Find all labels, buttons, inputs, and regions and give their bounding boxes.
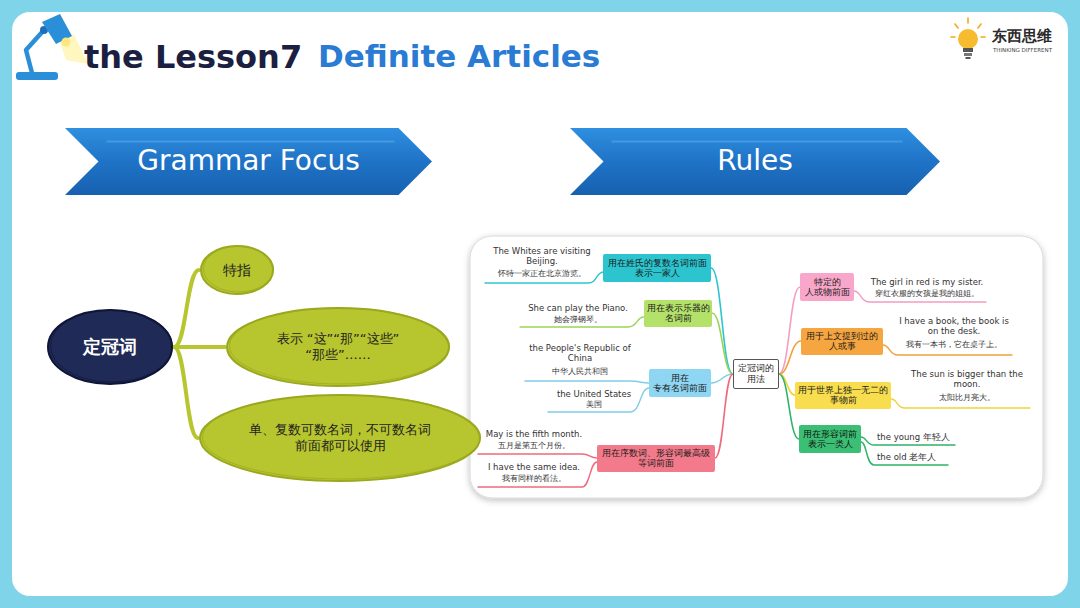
branch-connector	[715, 374, 733, 458]
ellipse-shape	[227, 308, 449, 386]
node-text: 特定的 人或物前面	[803, 277, 851, 297]
lamp-icon	[16, 14, 88, 80]
example-translation: 穿红衣服的女孩是我的姐姐。	[866, 289, 988, 299]
node-text: 用在表示乐器的名词前	[646, 303, 710, 323]
node-text: 用于上文提到过的 人或事	[804, 331, 880, 351]
branch-connector	[174, 345, 225, 349]
example-translation: 我有同样的看法。	[478, 474, 590, 484]
branch-box: 用于世界上独一无二的 事物前	[795, 382, 891, 409]
example-text: the People's Republic of China	[525, 343, 635, 363]
node-text: 表示 “这”“那”“这些”“那些”……	[251, 331, 425, 362]
branch-box: 用在序数词、形容词最高级 等词前面	[597, 445, 715, 472]
node-text: 用在序数词、形容词最高级 等词前面	[600, 448, 712, 468]
branch-connector	[712, 313, 733, 374]
ellipse-shape	[200, 395, 480, 481]
node-text: 单、复数可数名词，不可数名词 前面都可以使用	[232, 422, 448, 453]
branch-connector	[174, 347, 198, 438]
chevron-shine	[107, 140, 395, 142]
section-banner: Grammar Focus	[65, 128, 432, 195]
chevron-shine	[612, 140, 903, 142]
mindmap-panel	[470, 236, 1043, 498]
branch-connector	[174, 270, 199, 347]
example-translation: 太阳比月亮大。	[906, 393, 1028, 403]
logo-text: 东西思维	[992, 27, 1064, 45]
branch-connector	[779, 287, 800, 374]
branch-box: 用在 专有名词前面	[649, 369, 711, 397]
slide-panel	[12, 12, 1068, 596]
ellipse-shape	[201, 246, 273, 294]
example-text: I have the same idea.	[478, 462, 590, 472]
node-text: 用在 专有名词前面	[652, 373, 708, 393]
branch-connector	[711, 268, 733, 374]
node-text: 定冠词的用法	[737, 363, 775, 385]
branch-box: 用于上文提到过的 人或事	[801, 328, 883, 355]
example-text: The Whites are visiting Beijing.	[487, 246, 597, 266]
branch-box: 用在形容词前 表示一类人	[799, 425, 861, 453]
point-ellipse: 特指	[199, 244, 275, 296]
example-translation: 中华人民共和国	[525, 367, 635, 377]
ellipse-sketch	[204, 246, 274, 292]
example-text: The girl in red is my sister.	[866, 277, 988, 287]
blob-shape	[48, 310, 172, 384]
ellipse-sketch	[230, 308, 450, 384]
example-translation: 我有一本书，它在桌子上。	[898, 340, 1010, 350]
example-translation: 美国	[548, 400, 640, 410]
example-translation: 她会弹钢琴。	[520, 315, 636, 325]
point-ellipse: 单、复数可数名词，不可数名词 前面都可以使用	[198, 393, 482, 483]
branch-box: 用在表示乐器的名词前	[644, 300, 712, 327]
node-text: 用在姓氏的复数名词前面 表示一家人	[606, 258, 708, 278]
example-text: the young 年轻人	[877, 432, 957, 442]
section-banner: Rules	[570, 128, 940, 195]
leaf-lines	[478, 272, 1030, 487]
node-text: Rules	[717, 144, 793, 178]
node-text: 用在形容词前 表示一类人	[802, 429, 858, 449]
logo-bulb	[951, 18, 985, 59]
chevron-shape	[570, 128, 940, 195]
slide-title: Definite Articles	[318, 38, 688, 75]
blob-sketch	[51, 310, 173, 382]
node-text: 定冠词	[83, 336, 137, 358]
branch-connector	[779, 341, 801, 374]
branch-box: 特定的 人或物前面	[800, 273, 854, 301]
example-text: the United States	[548, 389, 640, 399]
branch-box: 用在姓氏的复数名词前面 表示一家人	[603, 254, 711, 282]
center-box: 定冠词的用法	[733, 359, 779, 389]
topic-blob: 定冠词	[46, 308, 174, 386]
node-text: 用于世界上独一无二的 事物前	[798, 385, 888, 405]
example-text: the old 老年人	[877, 452, 949, 462]
example-text: May is the fifth month.	[478, 429, 590, 439]
chevron-shape	[65, 128, 432, 195]
node-text: 特指	[223, 262, 251, 279]
example-text: I have a book, the book is on the desk.	[898, 316, 1010, 336]
node-text: Grammar Focus	[137, 144, 359, 178]
ellipse-sketch	[203, 395, 481, 479]
example-text: The sun is bigger than the moon.	[906, 369, 1028, 389]
logo-tagline: THINKING DIFFERENT	[993, 47, 1063, 54]
point-ellipse: 表示 “这”“那”“这些”“那些”……	[225, 306, 451, 388]
example-text: She can play the Piano.	[520, 303, 636, 313]
lesson-heading: the Lesson7	[84, 38, 314, 76]
example-translation: 怀特一家正在北京游览。	[487, 269, 597, 279]
example-translation: 五月是第五个月份。	[478, 441, 590, 451]
